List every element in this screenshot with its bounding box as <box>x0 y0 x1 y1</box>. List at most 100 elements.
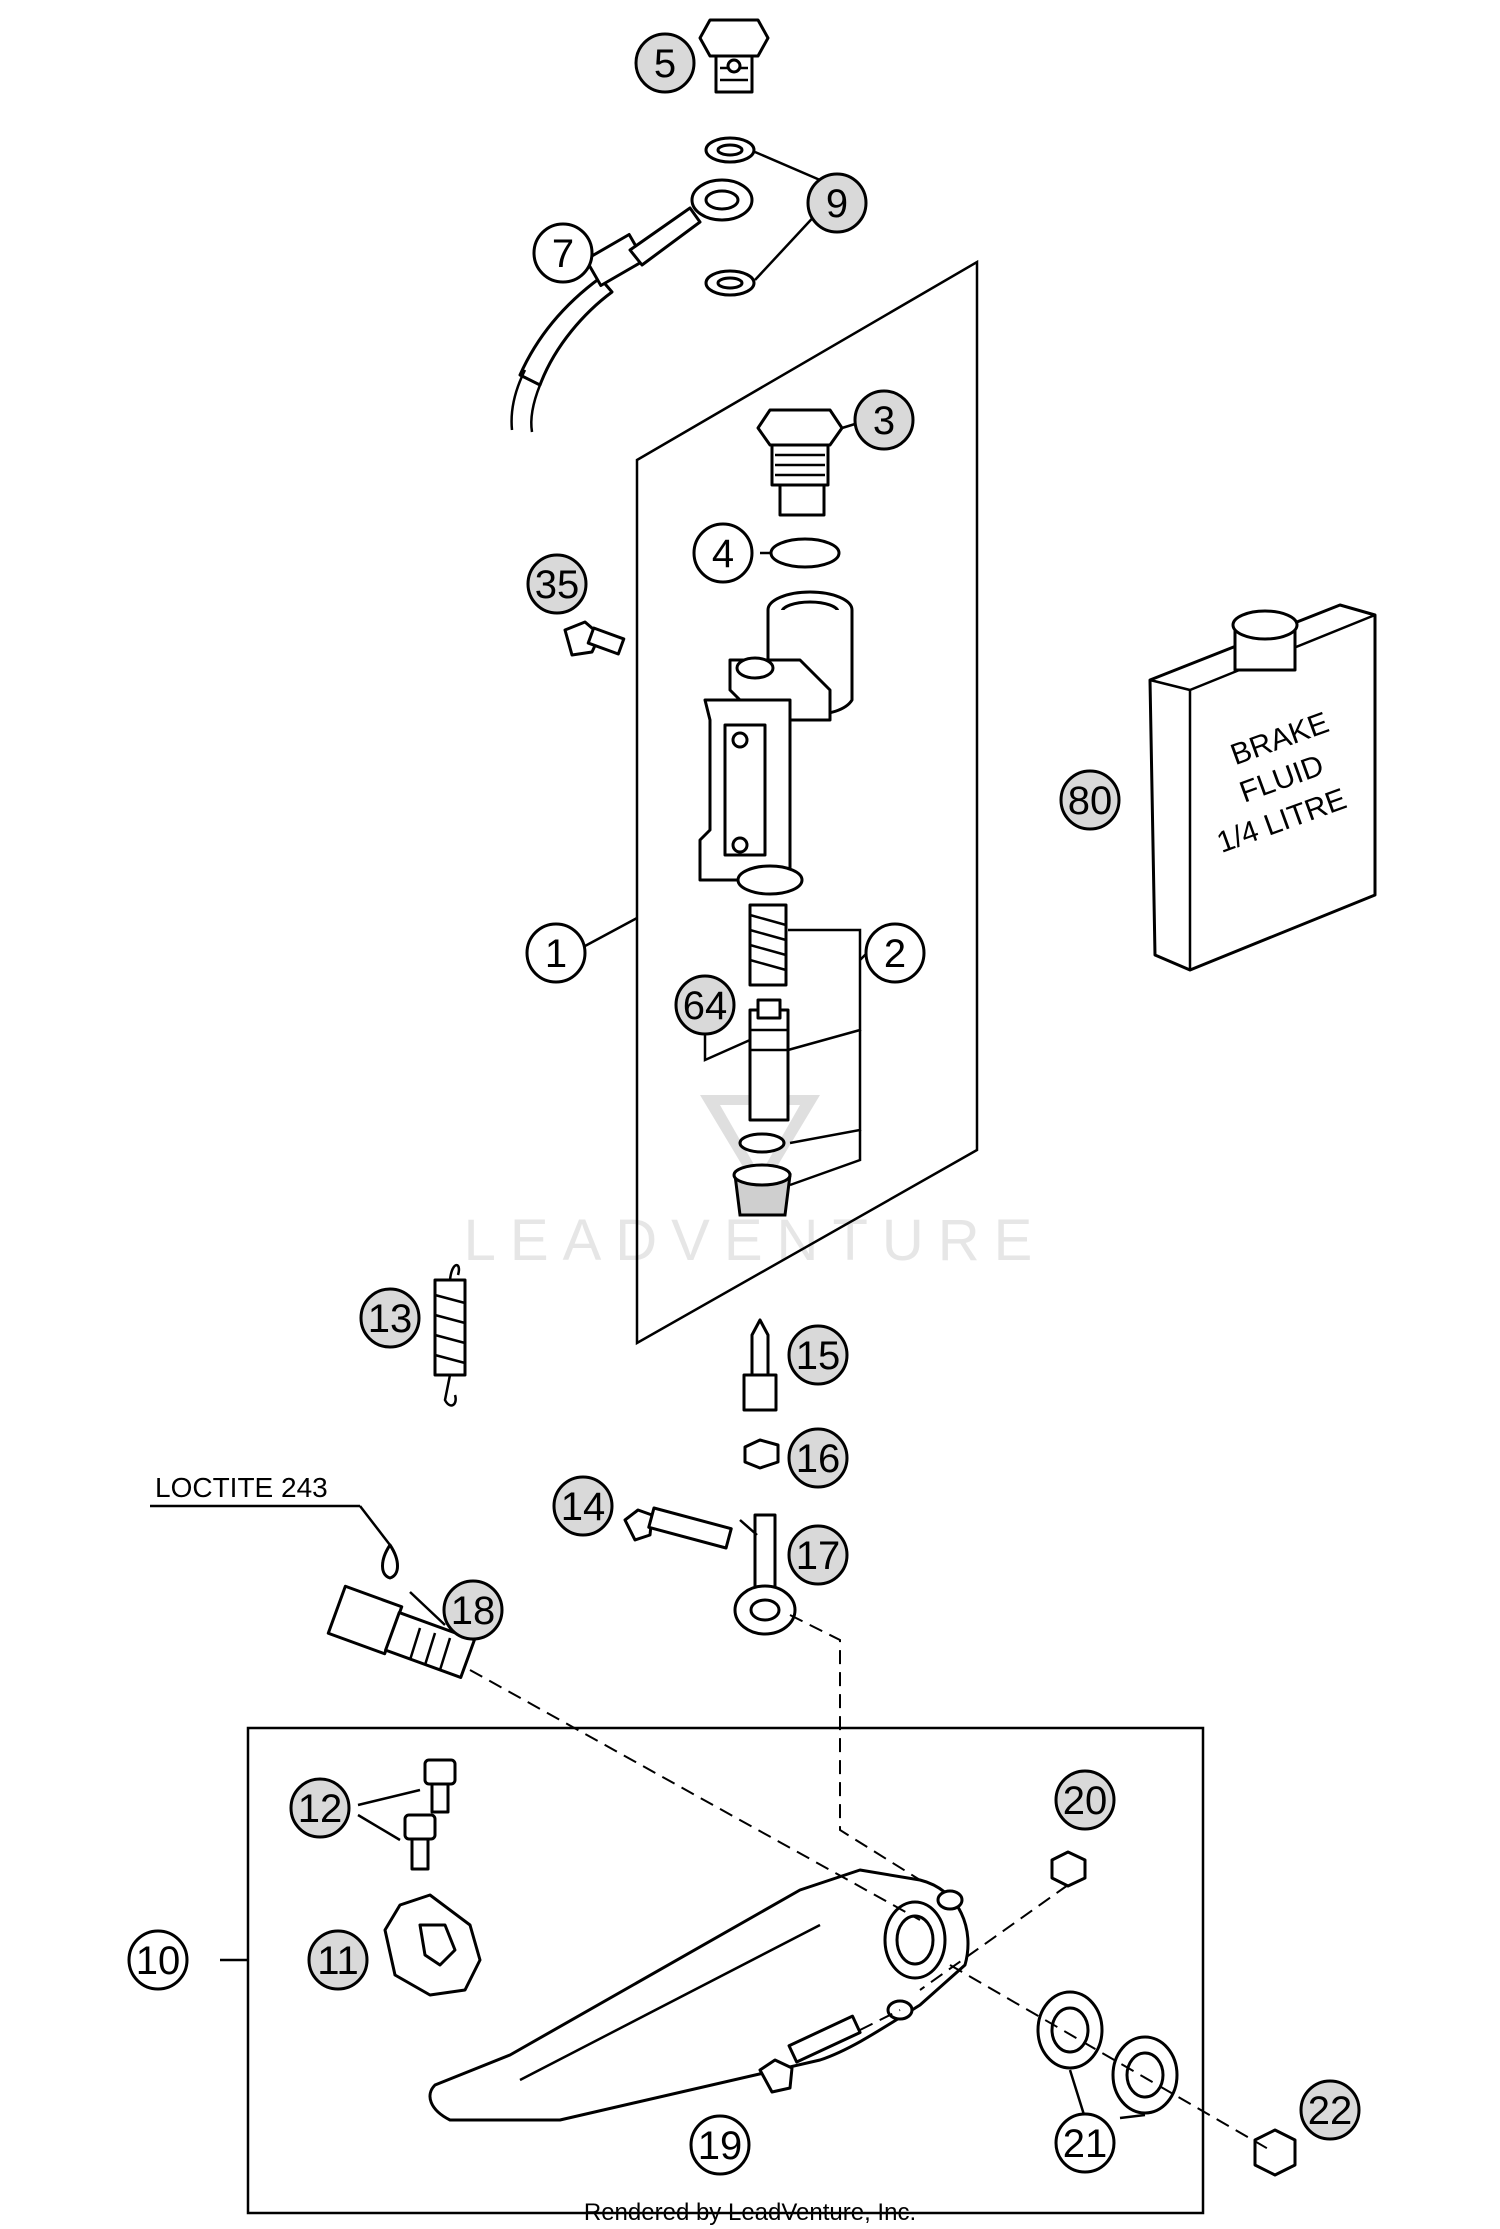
callout-20: 20 <box>1054 1769 1116 1831</box>
callout-number: 9 <box>826 182 848 226</box>
callout-circle <box>692 522 754 584</box>
callout-number: 21 <box>1063 2122 1108 2166</box>
callout-11: 11 <box>307 1929 369 1991</box>
callout-number: 80 <box>1068 779 1113 823</box>
callout-number: 18 <box>451 1589 496 1633</box>
callout-circle <box>787 1427 849 1489</box>
callout-number: 7 <box>552 232 574 276</box>
assembly-line-pivot <box>469 1669 921 1921</box>
push-rod-part <box>742 1318 778 1412</box>
callout-number: 35 <box>535 563 580 607</box>
clevis-part <box>733 1513 797 1636</box>
brake-step-part <box>383 1893 482 1997</box>
callout-number: 2 <box>884 932 906 976</box>
banjo-bolt-part <box>698 18 770 94</box>
callout-circle <box>525 922 587 984</box>
reservoir-fitting-part <box>756 408 844 517</box>
callout-64: 64 <box>674 974 736 1036</box>
callout-10: 10 <box>127 1929 189 1991</box>
watermark-text: LEADVENTURE <box>464 1208 1047 1273</box>
callout-number: 1 <box>545 932 567 976</box>
callout-number: 13 <box>368 1297 413 1341</box>
callout-number: 15 <box>796 1334 841 1378</box>
callout-circle <box>552 1475 614 1537</box>
callout-13: 13 <box>359 1287 421 1349</box>
callout-number: 19 <box>698 2124 743 2168</box>
callout-12: 12 <box>289 1777 351 1839</box>
callout-number: 5 <box>654 42 676 86</box>
sealing-washer-part <box>704 136 756 297</box>
callout-circle <box>359 1287 421 1349</box>
callout-circle <box>1054 1769 1116 1831</box>
callout-15: 15 <box>787 1324 849 1386</box>
callout-number: 17 <box>796 1534 841 1578</box>
callout-number: 20 <box>1063 1779 1108 1823</box>
brake-fluid-can-part: BRAKE FLUID 1/4 LITRE <box>1148 603 1377 972</box>
callout-number: 22 <box>1308 2089 1353 2133</box>
callout-number: 3 <box>873 399 895 443</box>
circlip-part <box>738 1132 786 1154</box>
assembly-line-clevis <box>789 1614 921 1881</box>
callout-circle <box>1059 769 1121 831</box>
callout-17: 17 <box>787 1524 849 1586</box>
callout-circle <box>853 389 915 451</box>
piston-part <box>748 998 790 1122</box>
lever-nut-part <box>1050 1850 1087 1888</box>
callout-circle <box>689 2114 751 2176</box>
callout-2: 2 <box>864 922 926 984</box>
pivot-bolt-part <box>326 1584 476 1679</box>
callout-circle <box>307 1929 369 1991</box>
piston-kit-part <box>703 903 862 1217</box>
spring-part <box>748 903 788 987</box>
callout-1: 1 <box>525 922 587 984</box>
footpeg-screw-part <box>403 1758 457 1871</box>
brake-hose-part <box>510 178 754 433</box>
callout-number: 64 <box>683 984 728 1028</box>
nut-part <box>743 1438 780 1470</box>
assembly-line-nut <box>919 1884 1069 1991</box>
callout-circle <box>806 172 868 234</box>
callout-4: 4 <box>692 522 754 584</box>
bolt-part <box>623 1506 733 1550</box>
brake-lever-group-frame <box>246 1726 1205 2215</box>
callout-16: 16 <box>787 1427 849 1489</box>
callout-80: 80 <box>1059 769 1121 831</box>
callout-7: 7 <box>532 222 594 284</box>
callout-circle <box>127 1929 189 1991</box>
callout-circle <box>864 922 926 984</box>
callout-number: 16 <box>796 1437 841 1481</box>
callout-35: 35 <box>526 553 588 615</box>
callout-18: 18 <box>442 1579 504 1641</box>
cup-part <box>732 1163 792 1217</box>
callout-number: 4 <box>712 532 734 576</box>
callout-number: 10 <box>136 1939 181 1983</box>
callout-circle <box>289 1777 351 1839</box>
callout-5: 5 <box>634 32 696 94</box>
master-cylinder-group-frame <box>635 259 979 1346</box>
loctite-label: LOCTITE 243 <box>155 1472 328 1503</box>
callout-circle <box>1054 2112 1116 2174</box>
callout-22: 22 <box>1299 2079 1361 2141</box>
footer-credit: Rendered by LeadVenture, Inc. <box>584 2199 916 2226</box>
callout-circle <box>787 1324 849 1386</box>
callout-21: 21 <box>1054 2112 1116 2174</box>
loctite-drop-icon <box>381 1543 399 1580</box>
return-spring-part <box>433 1263 467 1407</box>
callout-3: 3 <box>853 389 915 451</box>
axle-nut-part <box>1253 2128 1297 2177</box>
callout-circle <box>1299 2079 1361 2141</box>
callout-circle <box>442 1579 504 1641</box>
assembly-line-stop <box>859 2009 901 2031</box>
callout-circle <box>532 222 594 284</box>
callout-14: 14 <box>552 1475 614 1537</box>
callout-19: 19 <box>689 2114 751 2176</box>
callout-number: 11 <box>317 1939 359 1983</box>
o-ring-part <box>769 537 841 569</box>
callout-circle <box>674 974 736 1036</box>
callout-number: 12 <box>298 1787 343 1831</box>
screw-part <box>563 620 626 657</box>
callout-number: 14 <box>561 1485 606 1529</box>
callout-circle <box>526 553 588 615</box>
